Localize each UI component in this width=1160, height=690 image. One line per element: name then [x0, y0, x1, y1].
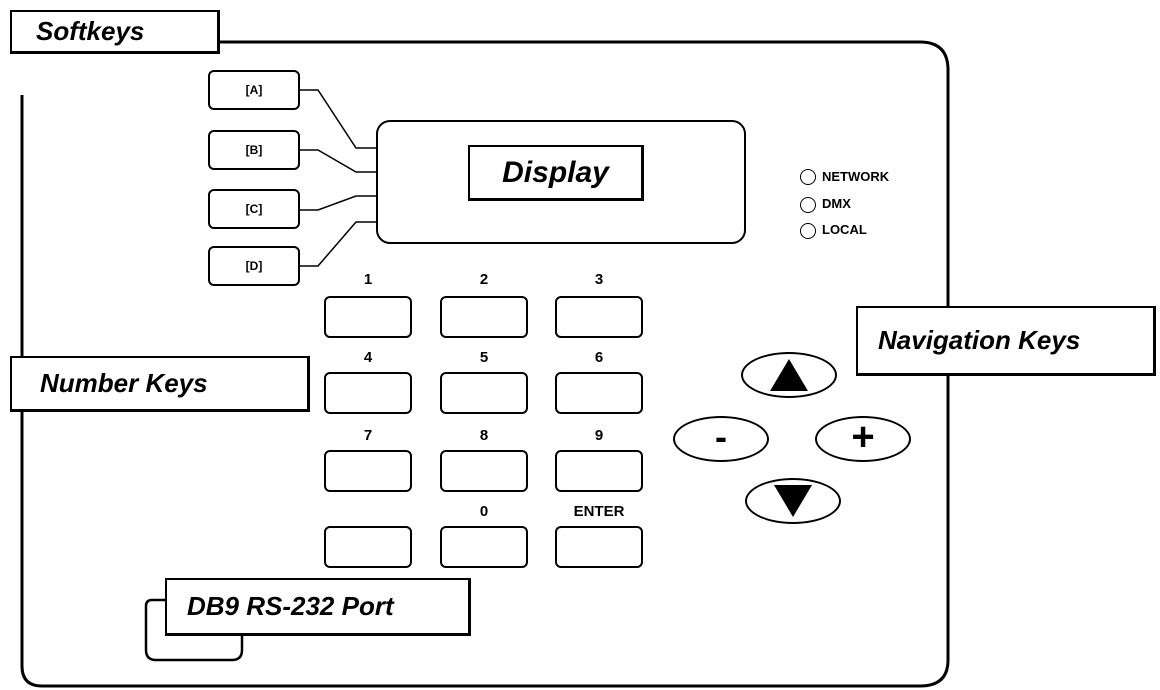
key-7-button[interactable] [324, 450, 412, 492]
softkey-d-label: [D] [245, 259, 263, 273]
softkey-connector-c [300, 195, 378, 211]
display-callout: Display [468, 145, 644, 201]
triangle-down-icon [774, 485, 812, 517]
navigation-keys-callout: Navigation Keys [856, 306, 1156, 376]
nav-plus-button[interactable]: + [815, 416, 911, 462]
local-led-label: LOCAL [822, 222, 867, 237]
key-8-button[interactable] [440, 450, 528, 492]
softkey-a-button[interactable]: [A] [208, 70, 300, 110]
network-led-icon [800, 169, 816, 185]
key-9-label: 9 [594, 427, 604, 444]
local-led-icon [800, 223, 816, 239]
key-4-label: 4 [363, 349, 373, 366]
key-enter-label: ENTER [573, 503, 625, 520]
softkey-d-button[interactable]: [D] [208, 246, 300, 286]
key-4-button[interactable] [324, 372, 412, 414]
key-0-label: 0 [479, 503, 489, 520]
number-keys-callout-text: Number Keys [40, 368, 208, 398]
key-3-label: 3 [594, 271, 604, 288]
dmx-led-icon [800, 197, 816, 213]
key-enter-button[interactable] [555, 526, 643, 568]
softkey-b-label: [B] [245, 143, 263, 157]
nav-minus-button[interactable]: - [673, 416, 769, 462]
network-led-label: NETWORK [822, 169, 890, 184]
key-blank-button[interactable] [324, 526, 412, 568]
key-7-label: 7 [363, 427, 373, 444]
key-3-button[interactable] [555, 296, 643, 338]
key-0-button[interactable] [440, 526, 528, 568]
db9-port-callout: DB9 RS-232 Port [165, 578, 471, 636]
softkey-connector-a [300, 89, 378, 149]
softkey-b-button[interactable]: [B] [208, 130, 300, 170]
key-8-label: 8 [479, 427, 489, 444]
db9-port-callout-text: DB9 RS-232 Port [187, 591, 394, 621]
key-2-button[interactable] [440, 296, 528, 338]
navigation-keys-callout-text: Navigation Keys [878, 325, 1081, 355]
triangle-up-icon [770, 359, 808, 391]
softkey-c-label: [C] [245, 202, 263, 216]
plus-label: + [851, 415, 875, 459]
key-6-button[interactable] [555, 372, 643, 414]
key-1-button[interactable] [324, 296, 412, 338]
key-5-label: 5 [479, 349, 489, 366]
softkey-connector-b [300, 149, 378, 173]
key-5-button[interactable] [440, 372, 528, 414]
softkey-c-button[interactable]: [C] [208, 189, 300, 229]
db9-port-bracket [144, 598, 244, 662]
softkey-connector-d [300, 221, 378, 267]
key-9-button[interactable] [555, 450, 643, 492]
display-screen [376, 120, 746, 244]
softkey-a-label: [A] [245, 83, 263, 97]
softkeys-callout: Softkeys [10, 10, 220, 54]
panel-outline [20, 40, 950, 688]
nav-up-button[interactable] [741, 352, 837, 398]
key-2-label: 2 [479, 271, 489, 288]
display-callout-text: Display [502, 155, 609, 189]
key-1-label: 1 [363, 271, 373, 288]
softkeys-callout-text: Softkeys [36, 16, 145, 46]
nav-down-button[interactable] [745, 478, 841, 524]
number-keys-callout: Number Keys [10, 356, 310, 412]
dmx-led-label: DMX [822, 196, 851, 211]
minus-label: - [715, 416, 727, 457]
key-6-label: 6 [594, 349, 604, 366]
